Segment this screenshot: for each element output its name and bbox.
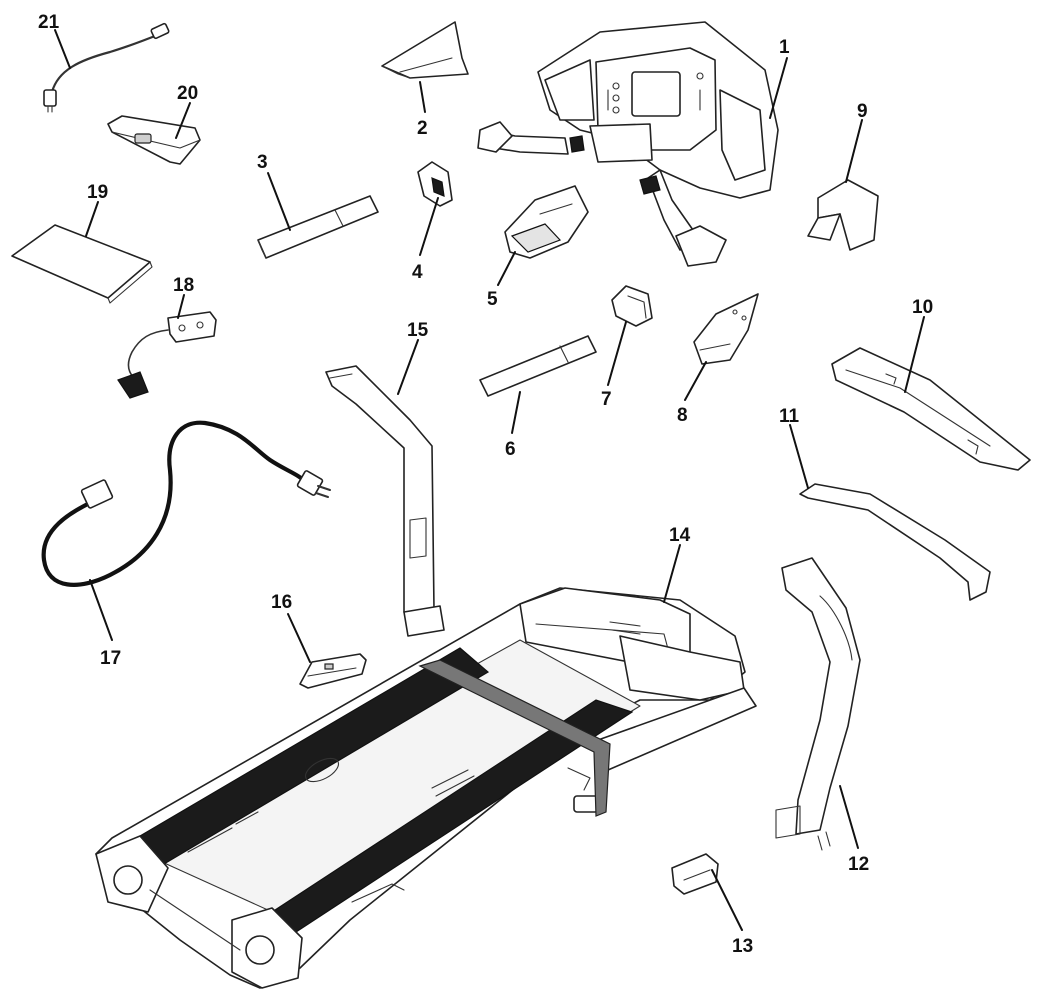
- callout-7: 7: [601, 389, 612, 410]
- callout-15: 15: [407, 320, 429, 341]
- callout-12: 12: [848, 854, 869, 875]
- part-19-manual: [11, 224, 153, 304]
- callout-3: 3: [257, 152, 268, 173]
- part-11-rail: [799, 483, 991, 601]
- part-16-clip: [299, 653, 367, 689]
- callout-18: 18: [173, 275, 194, 296]
- callout-9: 9: [857, 101, 868, 122]
- callout-16: 16: [271, 592, 292, 613]
- callout-1: 1: [779, 37, 790, 58]
- part-2-cover: [381, 21, 469, 79]
- part-20-cover: [107, 115, 201, 165]
- callout-4: 4: [412, 262, 423, 283]
- callout-14: 14: [669, 525, 691, 546]
- part-17-power-cord: [41, 420, 331, 587]
- callout-6: 6: [505, 439, 516, 460]
- part-10-handle-cover: [831, 347, 1031, 471]
- callout-17: 17: [100, 648, 121, 669]
- part-4-end-cap: [417, 161, 453, 207]
- callout-20: 20: [177, 83, 198, 104]
- part-13-clip: [671, 853, 719, 895]
- part-1-console: [477, 21, 779, 267]
- callout-19: 19: [87, 182, 108, 203]
- callout-10: 10: [912, 297, 933, 318]
- leader-lines: [54, 29, 925, 931]
- part-15-left-upright: [325, 365, 445, 637]
- part-14-treadmill-base: [95, 587, 757, 989]
- callout-2: 2: [417, 118, 428, 139]
- part-9-cover: [807, 179, 879, 251]
- callout-21: 21: [38, 12, 60, 33]
- part-8-bracket: [693, 293, 759, 365]
- part-7-end-cap: [611, 285, 653, 327]
- callout-5: 5: [487, 289, 498, 310]
- part-12-right-upright: [775, 557, 861, 851]
- callout-labels: 1 2 3 4 5 6 7 8 9 10 11 12 13 14 15 16 1…: [38, 12, 933, 957]
- callout-8: 8: [677, 405, 688, 426]
- callout-11: 11: [779, 406, 800, 427]
- callout-13: 13: [732, 936, 753, 957]
- part-6-upright-tube: [479, 335, 597, 397]
- part-21-cable: [43, 22, 170, 113]
- part-5-bracket: [504, 185, 589, 259]
- part-3-upright-tube: [257, 195, 379, 259]
- part-18-safety-key: [117, 311, 217, 399]
